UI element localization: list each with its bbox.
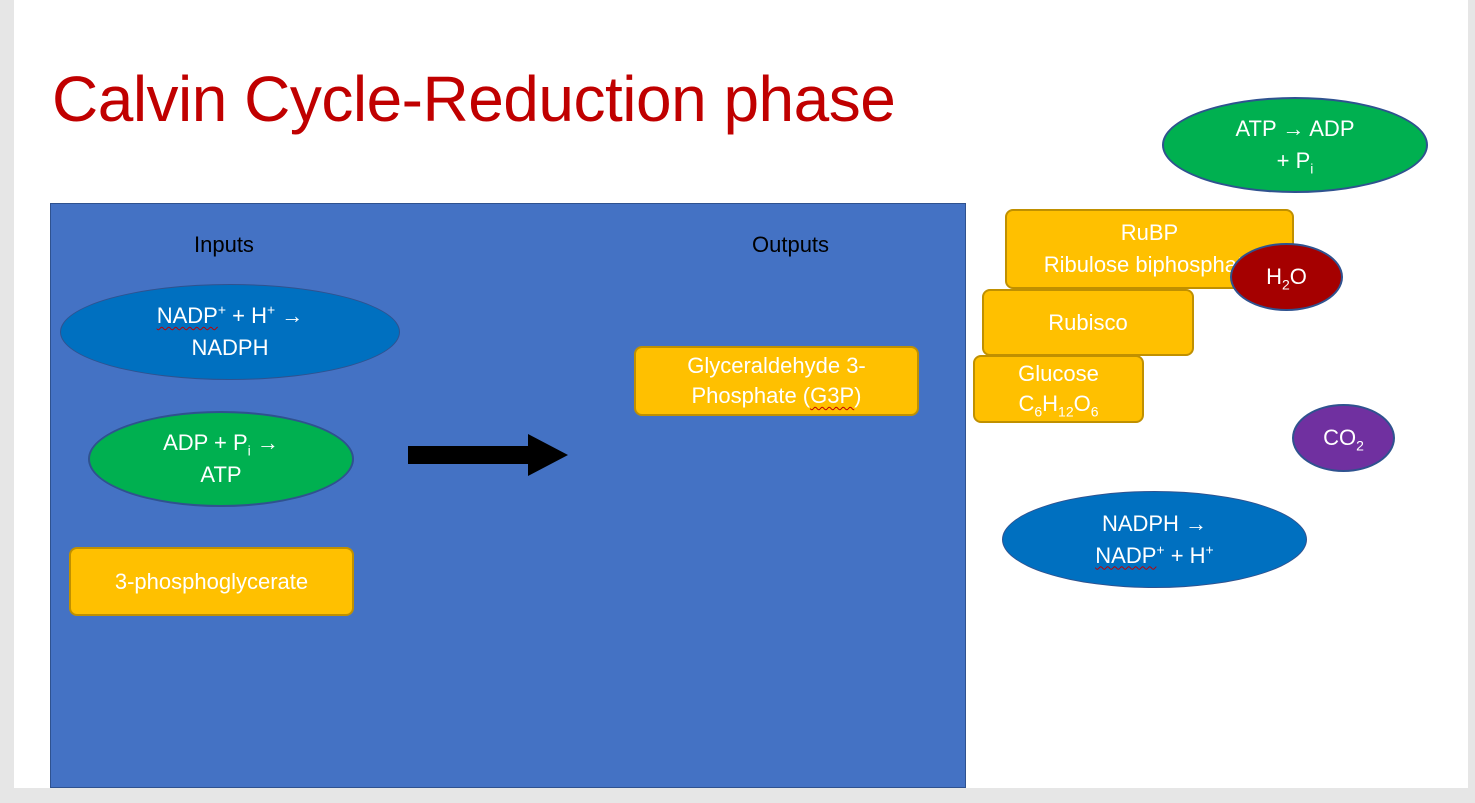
atp-line2: + Pi [1277,145,1314,177]
g3p-abbrev: G3P [810,383,855,408]
reaction-arrow: → [275,303,304,328]
phosphoglycerate-box[interactable]: 3-phosphoglycerate [69,547,354,616]
g3p-line1: Glyceraldehyde 3- [687,353,866,378]
hydrogen-charge: + [266,301,276,318]
g3p-line2: Phosphate (G3P) [692,381,862,411]
reaction-arrow: → [250,430,279,455]
atp-line1: ATP → ADP [1235,116,1355,141]
arrow-shape [408,434,568,476]
glucose-h-subscript: 12 [1058,403,1074,420]
glucose-formula: C6H12O6 [1018,389,1098,419]
atp-phosphate-text: + P [1276,148,1311,173]
adp-reaction-line: ADP + Pi → [163,427,279,459]
nadph-to-nadp-ellipse[interactable]: NADPH → NADP+ + H+ [1002,491,1307,588]
hydrogen-charge: + [1205,541,1214,558]
glucose-c: C [1018,391,1035,416]
co2-ellipse[interactable]: CO2 [1292,404,1395,472]
inputs-header: Inputs [194,232,254,257]
nadp-charge: + [217,301,227,318]
phosphate-subscript: i [247,442,251,459]
nadp-text: NADP [1095,542,1157,568]
rubisco-box[interactable]: Rubisco [982,289,1194,356]
g3p-box[interactable]: Glyceraldehyde 3- Phosphate (G3P) [634,346,919,416]
nadph-product: NADPH [191,335,269,360]
glucose-h: H [1042,391,1059,416]
hydrogen-text: + H [1164,542,1206,568]
page-title: Calvin Cycle-Reduction phase [52,63,896,135]
hydrogen-text: + H [226,303,267,328]
outputs-header: Outputs [752,232,830,257]
rubp-line1: RuBP [1120,220,1179,245]
water-subscript: 2 [1281,276,1290,293]
nadp-reaction-line: NADP+ + H+ → [157,300,304,332]
adp-to-atp-ellipse[interactable]: ADP + Pi → ATP [88,411,354,507]
right-arrow-icon [408,434,568,476]
water-ellipse[interactable]: H2O [1230,243,1343,311]
adp-text: ADP + P [163,430,248,455]
glucose-line1: Glucose [1018,361,1099,386]
glucose-o: O [1073,391,1091,416]
phosphoglycerate-label: 3-phosphoglycerate [114,568,309,594]
co2-formula: CO2 [1323,422,1364,454]
water-o: O [1289,264,1307,289]
glucose-o-subscript: 6 [1090,403,1099,420]
rubp-line2: Ribulose biphosphate [1043,252,1256,277]
nadph-line1: NADPH → [1101,510,1208,536]
g3p-close-paren: ) [854,383,862,408]
phosphate-subscript: i [1310,160,1314,177]
g3p-phosphate-text: Phosphate ( [691,383,811,408]
co2-subscript: 2 [1356,437,1364,454]
glucose-box[interactable]: Glucose C6H12O6 [973,355,1144,423]
rubisco-label: Rubisco [1048,309,1128,335]
glucose-c-subscript: 6 [1034,403,1043,420]
water-formula: H2O [1266,261,1307,293]
nadp-text: NADP [156,303,218,328]
atp-product: ATP [200,462,242,487]
nadp-to-nadph-ellipse[interactable]: NADP+ + H+ → NADPH [60,284,400,380]
nadph-line2: NADP+ + H+ [1095,540,1213,572]
water-h: H [1266,264,1282,289]
nadp-charge: + [1156,541,1165,558]
co2-co: CO [1323,425,1357,450]
atp-to-adp-ellipse[interactable]: ATP → ADP + Pi [1162,97,1428,193]
